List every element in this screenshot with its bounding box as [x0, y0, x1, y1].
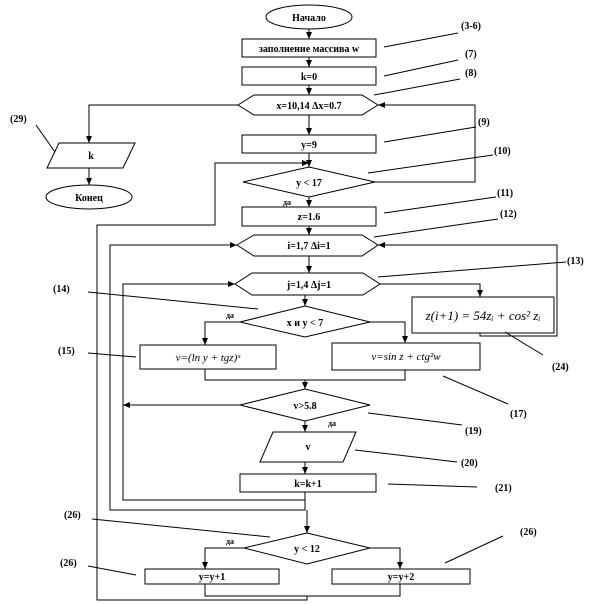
- cond-xy7-label: x и y < 7: [287, 318, 323, 329]
- v-formula-2-label: v=sin z + ctg²w: [371, 351, 441, 363]
- ref-26-a: (26): [64, 510, 81, 521]
- v-formula-1-label: v=(ln y + tgz)ˣ: [176, 352, 242, 364]
- ref-26-c: (26): [60, 558, 77, 569]
- cond-y17-yes-label: да: [283, 198, 291, 207]
- ref-26-b: (26): [520, 527, 537, 538]
- v-formula-2-process: [331, 342, 481, 371]
- k-init-label: k=0: [301, 72, 317, 83]
- ref-13: (13): [567, 256, 584, 267]
- ref-24: (24): [552, 362, 569, 373]
- ref-17: (17): [510, 409, 527, 420]
- ref-21: (21): [495, 483, 512, 494]
- output-k-label: k: [88, 151, 94, 162]
- cond-v58-decision: [239, 388, 371, 422]
- k-inc-label: k=k+1: [294, 479, 322, 490]
- loop-x-label: x=10,14 Δx=0.7: [276, 101, 341, 112]
- z-formula-label: z(i+1) = 54zᵢ + cos² zᵢ: [425, 308, 541, 323]
- y-init-label: y=9: [301, 140, 317, 151]
- reference-leaders: [35, 32, 567, 576]
- connectors: [86, 29, 558, 601]
- output-v-parallelogram: [259, 431, 357, 463]
- cond-y12-label: y < 12: [294, 544, 320, 555]
- cond-v58-yes-label: да: [328, 419, 336, 428]
- v-formula-1-process: [139, 344, 277, 370]
- output-k-parallelogram: [46, 142, 136, 169]
- ref-9: (9): [478, 117, 490, 128]
- fill-array-label: заполнение массива w: [259, 44, 360, 55]
- y-inc2-label: y=y+2: [388, 572, 414, 583]
- ref-10: (10): [494, 146, 511, 157]
- end-label: Конец: [75, 193, 103, 204]
- y-inc1-label: y=y+1: [199, 572, 225, 583]
- start-label: Начало: [292, 13, 326, 24]
- cond-v58-label: v>5.8: [293, 401, 316, 412]
- ref-11: (11): [497, 188, 513, 199]
- cond-y17-label: y < 17: [296, 178, 322, 189]
- cond-y12-yes-label: да: [226, 537, 234, 546]
- ref-14: (14): [53, 284, 70, 295]
- ref-20: (20): [461, 458, 478, 469]
- z-formula-process: [411, 296, 555, 334]
- y-inc2-process: [331, 568, 471, 585]
- ref-3-6: (3-6): [461, 21, 481, 32]
- cond-xy7-yes-label: да: [226, 311, 234, 320]
- loop-j-label: j=1,4 Δj=1: [286, 280, 331, 291]
- ref-7: (7): [465, 49, 477, 60]
- ref-19: (19): [465, 426, 482, 437]
- z-init-label: z=1.6: [298, 212, 321, 223]
- ref-15: (15): [58, 346, 75, 357]
- output-v-label: v: [306, 442, 311, 453]
- loop-i-label: i=1,7 Δi=1: [287, 241, 330, 252]
- ref-29: (29): [10, 114, 27, 125]
- ref-8: (8): [465, 68, 477, 79]
- ref-12: (12): [500, 209, 517, 220]
- k-inc-process: [239, 473, 377, 493]
- y-inc1-process: [144, 568, 280, 585]
